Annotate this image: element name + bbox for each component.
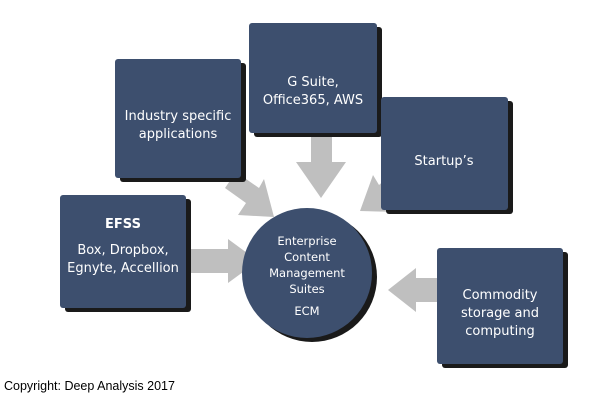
industry-line-2: applications <box>139 127 218 142</box>
industry-line-1: Industry specific <box>125 109 232 124</box>
industry-box <box>115 59 241 178</box>
arrow-commodity-to-ecm <box>388 268 447 312</box>
arrow-efss-to-ecm <box>190 239 258 283</box>
startups-line-1: Startup’s <box>414 154 473 169</box>
gsuite-line-1: G Suite, <box>287 75 339 90</box>
arrows <box>190 136 447 312</box>
startups-box <box>381 97 508 210</box>
commodity-box <box>437 248 563 364</box>
ecm-line-3: Management <box>269 266 345 280</box>
ecm-line-2: Content <box>284 250 330 264</box>
boxes <box>60 23 563 364</box>
ecm-line-1: Enterprise <box>277 234 336 248</box>
ecm-line-4: Suites <box>289 282 324 296</box>
commodity-line-3: computing <box>465 324 534 339</box>
arrow-gsuite-to-ecm <box>296 136 346 198</box>
gsuite-box <box>249 23 377 133</box>
efss-title: EFSS <box>105 217 141 232</box>
efss-line-2: Egnyte, Accellion <box>67 261 179 276</box>
gsuite-line-2: Office365, AWS <box>263 93 363 108</box>
commodity-line-2: storage and <box>461 306 539 321</box>
ecm-circle <box>242 208 372 338</box>
efss-box <box>60 195 186 308</box>
arrow-industry-to-ecm <box>225 172 274 217</box>
commodity-line-1: Commodity <box>463 288 538 303</box>
copyright-text: Copyright: Deep Analysis 2017 <box>4 379 175 393</box>
efss-line-1: Box, Dropbox, <box>77 243 168 258</box>
ecm-abbr: ECM <box>294 304 319 318</box>
